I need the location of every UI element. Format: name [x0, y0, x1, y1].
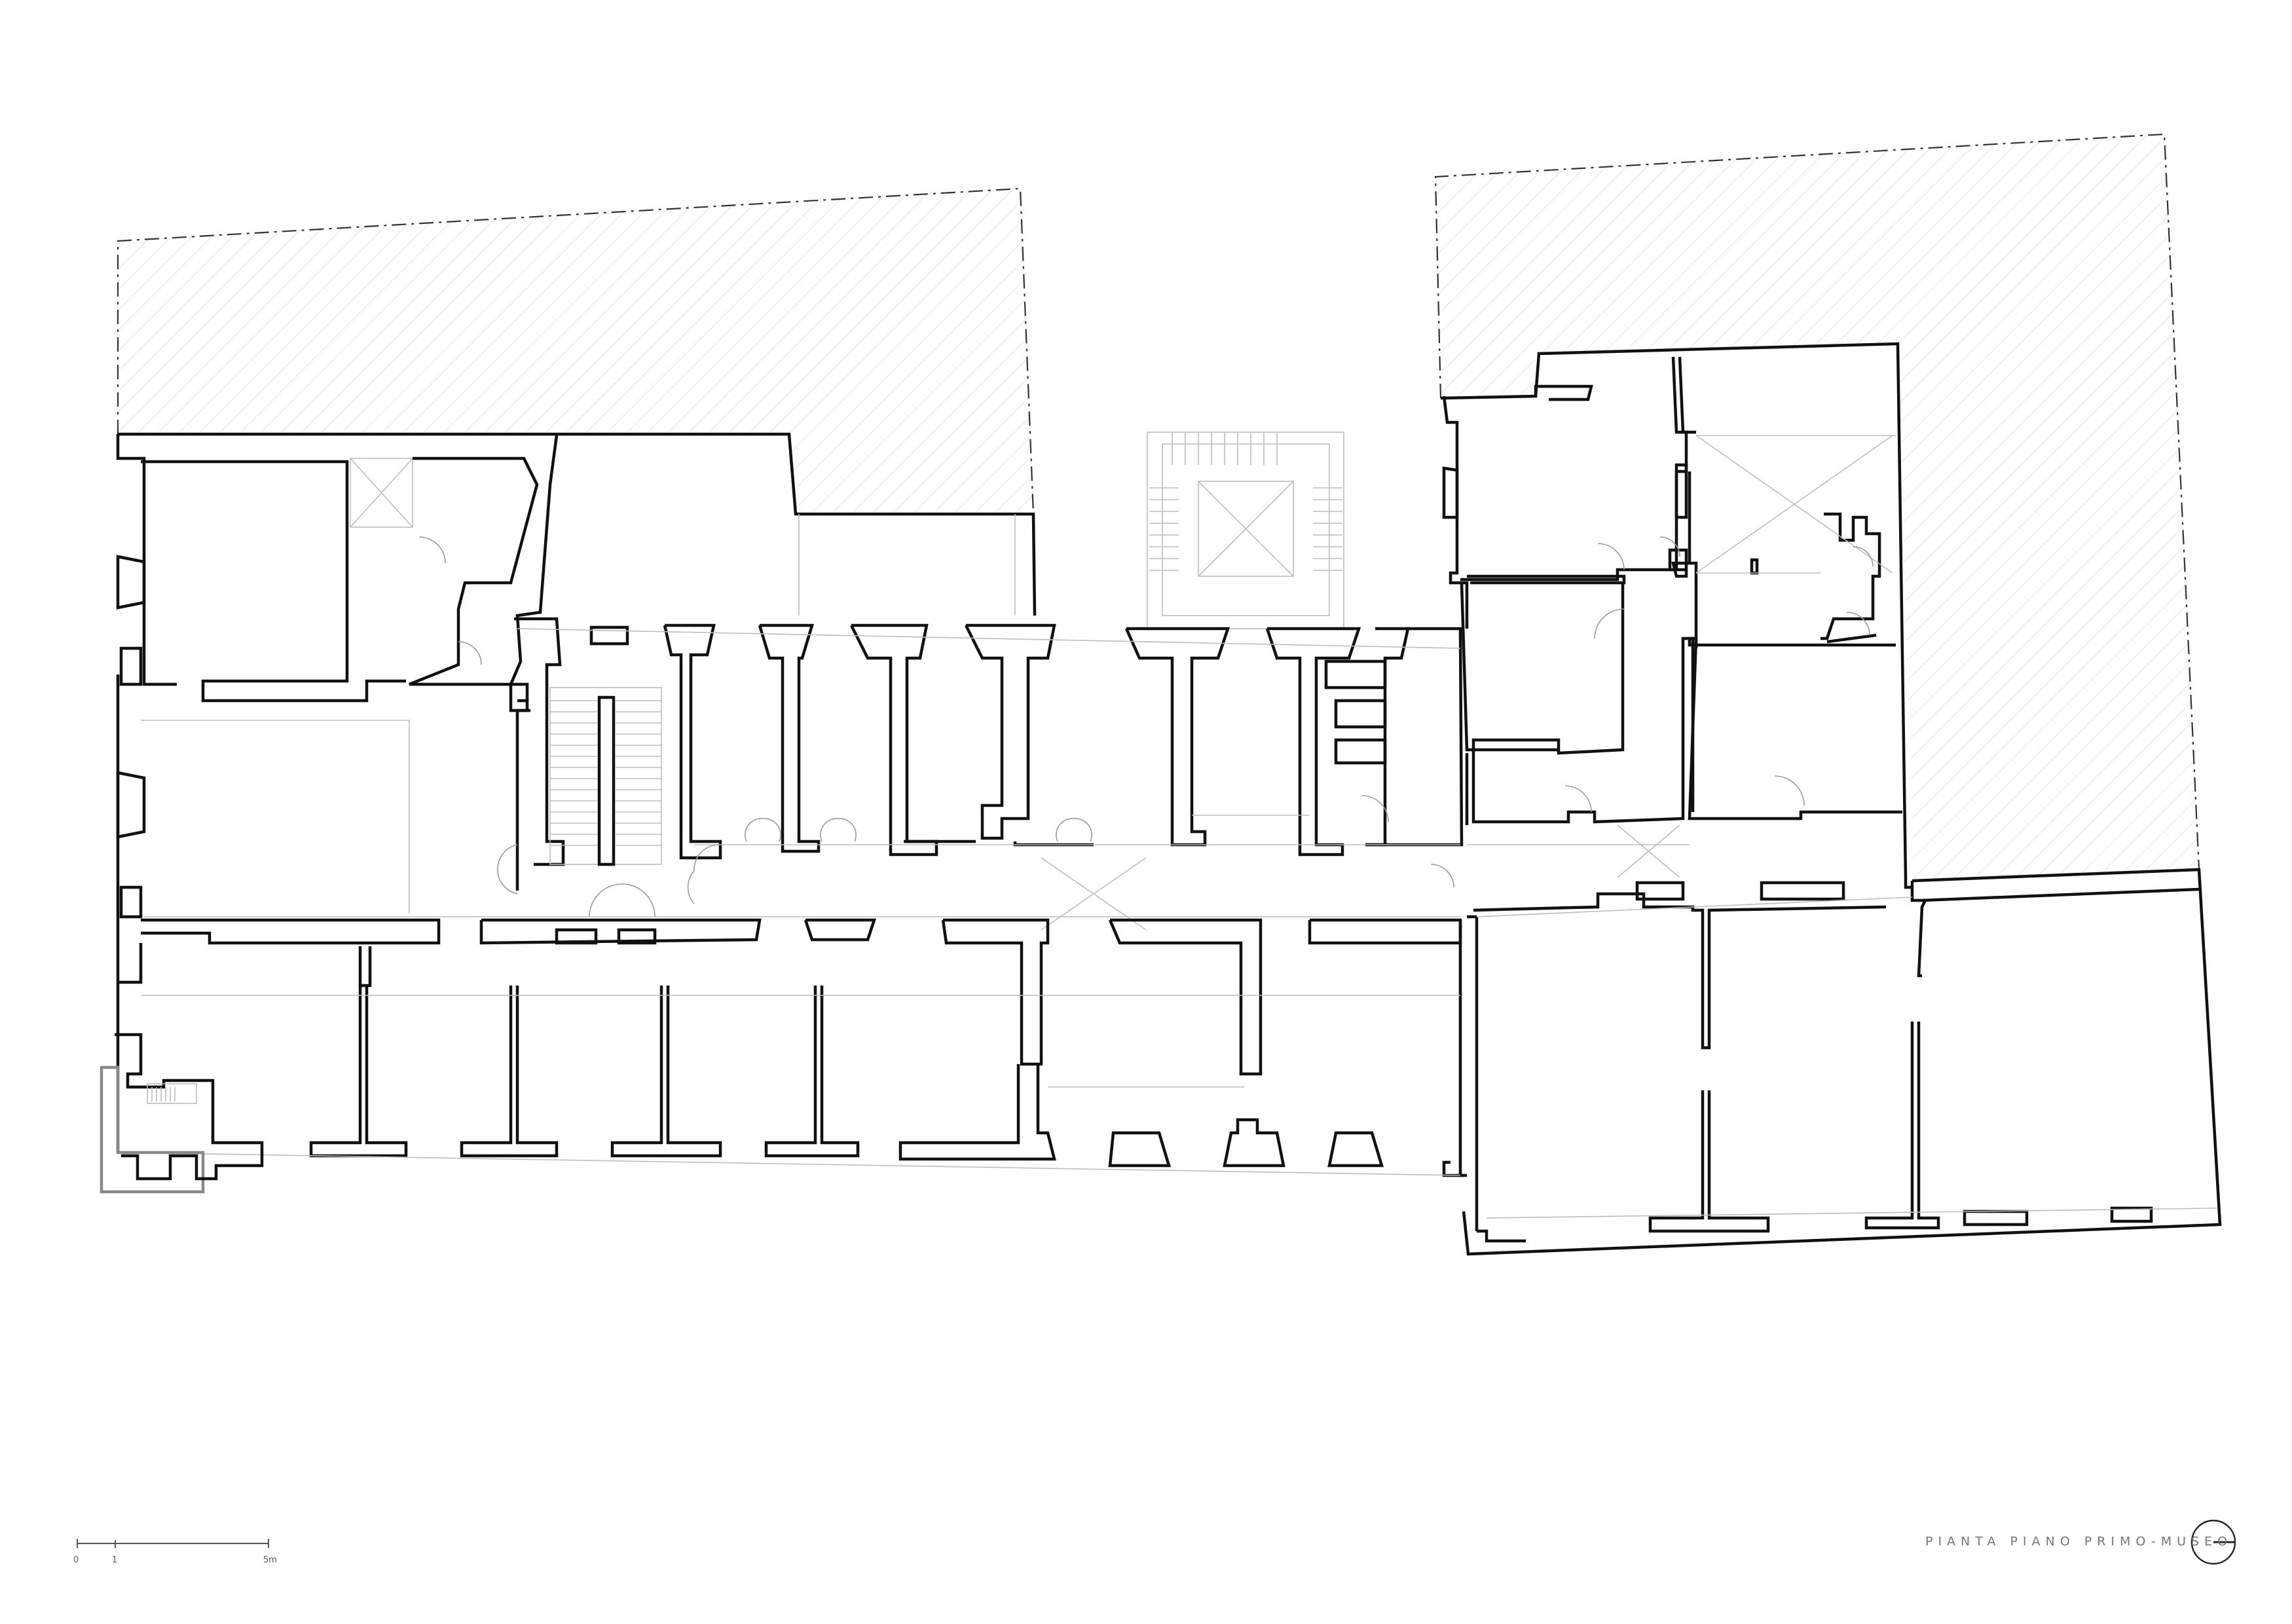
- right-facade-windows: [1442, 463, 1688, 519]
- small-stair-tower: [100, 1033, 264, 1194]
- courtyard-left: [117, 187, 1035, 515]
- left-stair: [549, 687, 662, 866]
- left-wing-walls: [116, 432, 1037, 1153]
- scale-tick-5m: 5m: [263, 1555, 277, 1565]
- right-wing-walls: [1440, 342, 2222, 1256]
- door-swings: [418, 536, 1874, 917]
- central-lower-walls: [141, 916, 1467, 1177]
- lower-rooms-walls: [118, 943, 1464, 1177]
- courtyard-right: [1434, 133, 2200, 881]
- central-upper-walls: [514, 617, 1464, 931]
- scale-bar: [77, 1539, 269, 1548]
- left-facade-windows: [116, 555, 146, 919]
- drawing-title: PIANTA PIANO PRIMO-MUSEO: [1925, 1534, 2233, 1549]
- scale-tick-0: 0: [73, 1555, 79, 1565]
- north-arrow-icon: [2190, 1519, 2236, 1565]
- scale-tick-1: 1: [112, 1555, 118, 1565]
- stair-tower: [1147, 432, 1344, 629]
